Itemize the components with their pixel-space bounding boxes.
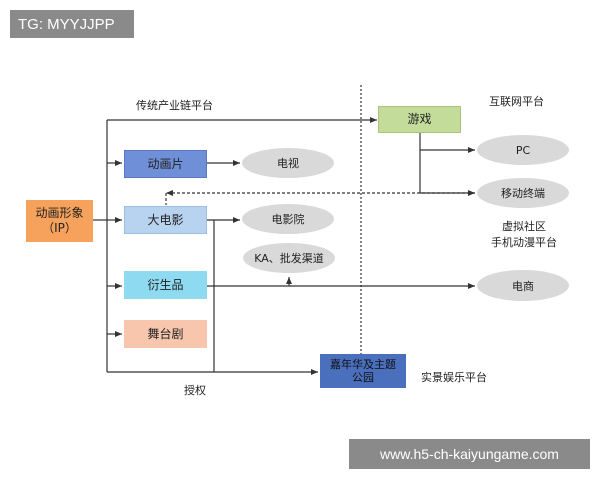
node-game-label: 游戏 bbox=[407, 112, 432, 126]
node-ip-label: 动画形象 （IP） bbox=[35, 206, 84, 235]
channel-ecommerce-label: 电商 bbox=[512, 279, 534, 293]
channel-cinema-label: 电影院 bbox=[271, 213, 305, 226]
node-game: 游戏 bbox=[378, 106, 461, 133]
node-merch-label: 衍生品 bbox=[147, 277, 184, 292]
channel-ecommerce: 电商 bbox=[477, 270, 569, 301]
label-virtual-community: 虚拟社区 bbox=[502, 220, 546, 233]
channel-ka: KA、批发渠道 bbox=[243, 243, 335, 273]
channel-pc: PC bbox=[477, 135, 569, 165]
label-license: 授权 bbox=[184, 384, 206, 397]
node-film-label: 大电影 bbox=[147, 212, 184, 227]
label-internet: 互联网平台 bbox=[489, 95, 544, 108]
channel-cinema: 电影院 bbox=[242, 204, 334, 234]
channel-ka-label: KA、批发渠道 bbox=[254, 252, 324, 265]
watermark-bottom-text: www.h5-ch-kaiyungame.com bbox=[380, 446, 559, 462]
label-mobile-comic: 手机动漫平台 bbox=[491, 236, 557, 249]
watermark-top: TG: MYYJJPP bbox=[10, 10, 134, 38]
node-stage: 舞台剧 bbox=[124, 320, 207, 348]
channel-tv: 电视 bbox=[242, 148, 334, 178]
node-animation: 动画片 bbox=[124, 150, 207, 178]
label-traditional: 传统产业链平台 bbox=[136, 99, 213, 112]
channel-mobile: 移动终端 bbox=[477, 178, 569, 208]
label-virtual-community-block: 虚拟社区 手机动漫平台 bbox=[478, 219, 570, 251]
channel-tv-label: 电视 bbox=[277, 157, 299, 170]
label-realworld: 实景娱乐平台 bbox=[421, 371, 487, 384]
channel-pc-label: PC bbox=[515, 143, 531, 157]
node-stage-label: 舞台剧 bbox=[147, 326, 184, 341]
watermark-bottom: www.h5-ch-kaiyungame.com bbox=[349, 439, 590, 469]
node-carnival: 嘉年华及主题 公园 bbox=[320, 354, 406, 388]
node-carnival-label: 嘉年华及主题 公园 bbox=[330, 358, 396, 384]
watermark-top-text: TG: MYYJJPP bbox=[18, 15, 115, 33]
node-ip: 动画形象 （IP） bbox=[26, 200, 93, 242]
node-merch: 衍生品 bbox=[124, 271, 207, 299]
node-animation-label: 动画片 bbox=[147, 156, 184, 171]
channel-mobile-label: 移动终端 bbox=[501, 187, 545, 200]
node-film: 大电影 bbox=[124, 206, 207, 234]
